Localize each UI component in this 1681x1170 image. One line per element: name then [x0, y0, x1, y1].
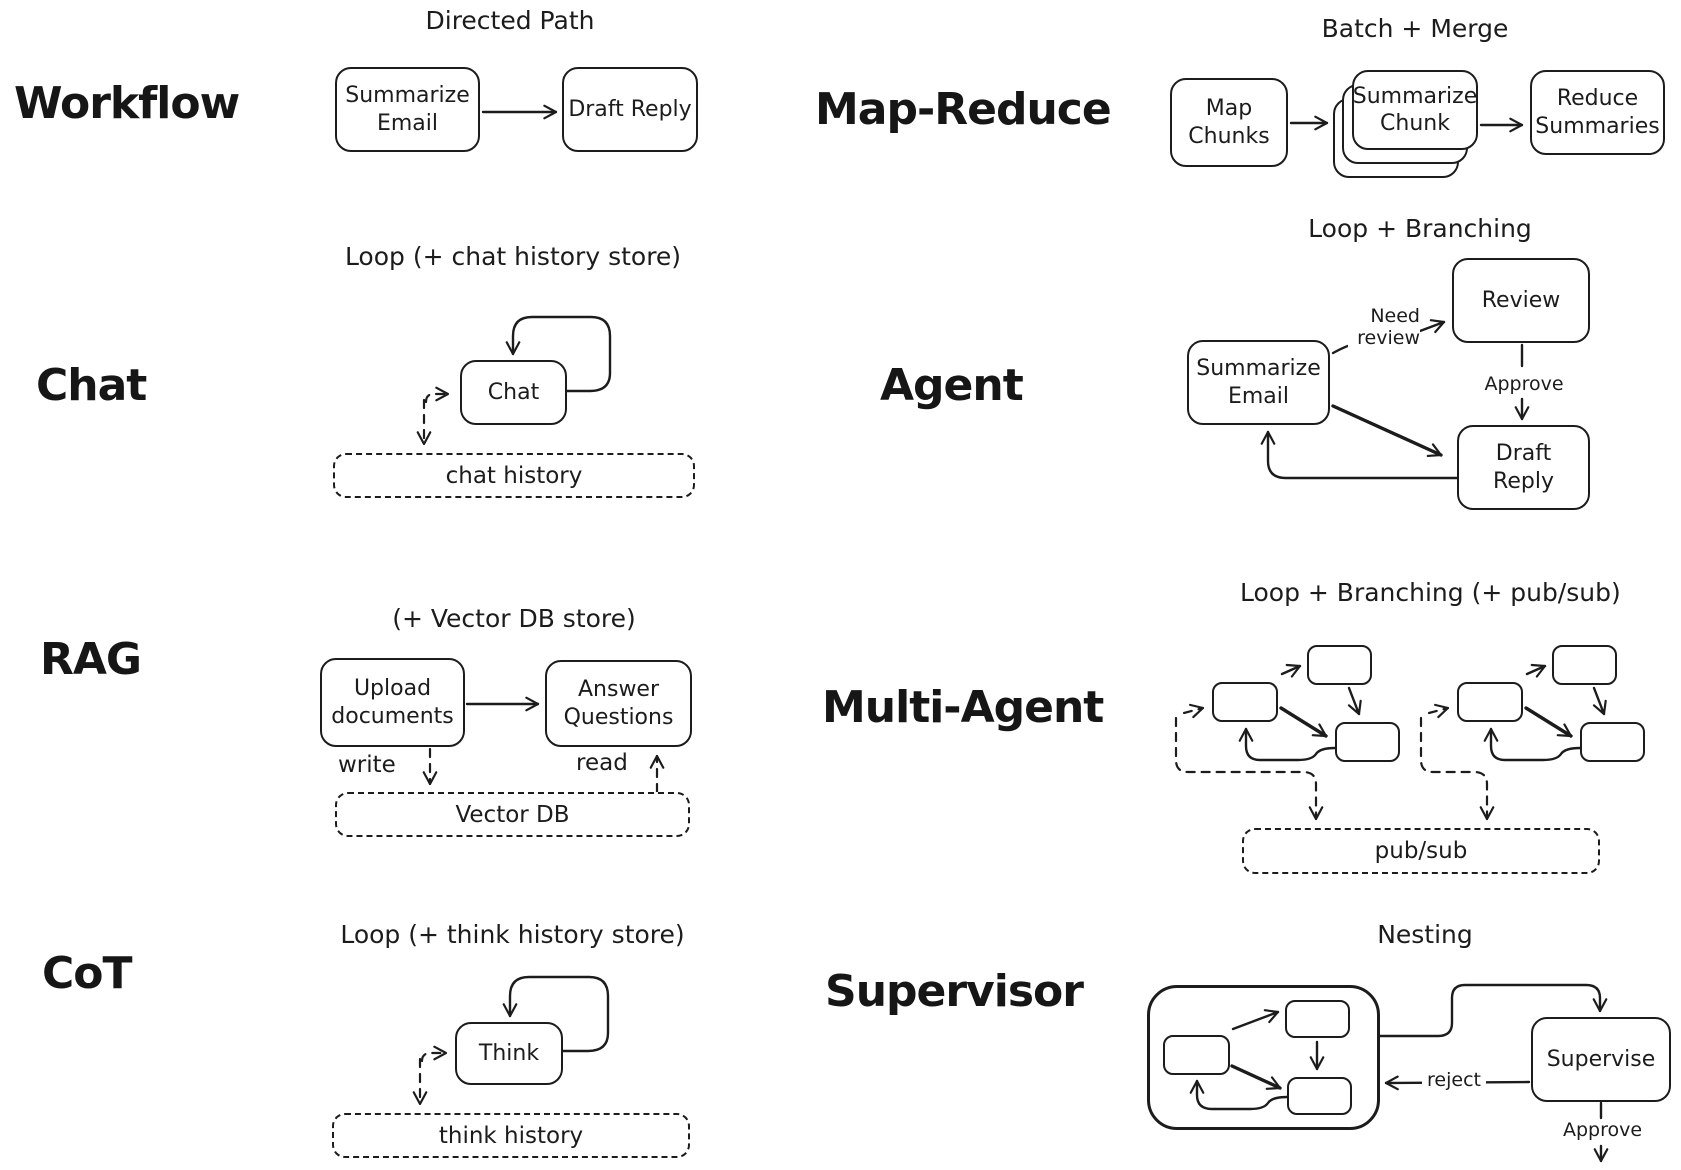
arrow-bottom-loop-to-left [1483, 727, 1582, 762]
node-map-chunks: Map Chunks [1170, 78, 1288, 167]
arrow-pubsub-into-cluster [1182, 703, 1205, 719]
agent-node [1285, 1000, 1350, 1038]
node-draft-reply: Draft Reply [1457, 425, 1590, 510]
edge-label-read: read [576, 750, 628, 776]
cot-arrows-layer [412, 975, 610, 1106]
edge-label-approve: Approve [1560, 1119, 1645, 1142]
agent-node [1212, 682, 1278, 722]
chat-arrows-layer [416, 315, 612, 446]
arrow-think-self-loop [502, 975, 610, 1053]
arrow-history-to-think [420, 1045, 448, 1063]
map-reduce-arrows-layer [1289, 115, 1524, 133]
node-summarize-email: Summarize Email [335, 67, 480, 152]
agent-node [1457, 682, 1523, 722]
arrow-pubsub-into-cluster [1427, 703, 1450, 719]
arrow-history-to-chat [424, 386, 450, 404]
edge-label-write: write [338, 752, 396, 778]
diagram-title-agent: Loop + Branching [1308, 214, 1532, 243]
rag-arrows-layer [422, 696, 665, 794]
diagram-title-map-reduce: Batch + Merge [1321, 14, 1509, 43]
section-label-map-reduce: Map-Reduce [815, 84, 1112, 135]
node-summarize-chunk: Summarize Chunk [1352, 70, 1478, 150]
node-reduce-summaries: Reduce Summaries [1530, 70, 1665, 155]
arrow-top-to-bottom [1347, 686, 1362, 716]
store-pub-sub: pub/sub [1242, 828, 1600, 874]
agent-arrows-layer [1260, 319, 1530, 480]
section-label-cot: CoT [42, 948, 133, 999]
arrow-left-to-top [1525, 663, 1547, 678]
section-label-rag: RAG [40, 634, 142, 685]
section-label-agent: Agent [880, 360, 1024, 411]
agent-node [1287, 1077, 1352, 1115]
store-vector-db: Vector DB [335, 792, 690, 837]
diagram-title-supervisor: Nesting [1377, 920, 1473, 949]
node-chat: Chat [460, 360, 567, 425]
arrow-cluster-to-pubsub [1419, 716, 1495, 821]
agent-node [1580, 722, 1645, 762]
arrow-left-to-bottom [1230, 1064, 1282, 1090]
diagram-title-chat: Loop (+ chat history store) [344, 242, 682, 271]
arrow-bottom-loop-to-left [1238, 727, 1337, 762]
arrow-left-to-bottom [1279, 706, 1328, 738]
arrow-left-to-top [1231, 1009, 1280, 1031]
arrow-summarize-to-draft [1331, 404, 1443, 457]
store-think-history: think history [332, 1113, 690, 1158]
arrow-summarize-to-review [1418, 319, 1446, 334]
edge-label-approve: Approve [1484, 373, 1564, 396]
diagram-title-rag: (+ Vector DB store) [392, 604, 636, 633]
node-supervise: Supervise [1531, 1017, 1671, 1102]
agent-node [1335, 722, 1400, 762]
agent-node [1307, 645, 1372, 685]
diagram-title-workflow: Directed Path [425, 6, 595, 35]
multi-agent-arrows-layer [1174, 663, 1607, 821]
node-draft-reply: Draft Reply [562, 67, 698, 152]
arrow-workflow-to-supervise [1378, 983, 1608, 1038]
edge-label-need-review: Need review [1348, 305, 1420, 350]
arrow-left-to-bottom [1524, 706, 1573, 738]
arrow-chat-self-loop [505, 315, 612, 393]
store-chat-history: chat history [333, 453, 695, 498]
agent-node [1552, 645, 1617, 685]
section-label-workflow: Workflow [14, 78, 240, 129]
section-label-multi-agent: Multi-Agent [822, 682, 1104, 733]
node-review: Review [1452, 258, 1590, 343]
edge-label-reject: reject [1422, 1069, 1486, 1092]
diagram-title-multi-agent: Loop + Branching (+ pub/sub) [1240, 578, 1621, 607]
section-label-supervisor: Supervisor [825, 966, 1084, 1017]
workflow-arrows-layer [481, 104, 558, 120]
arrow-cluster-to-pubsub [1174, 716, 1324, 821]
diagram-title-cot: Loop (+ think history store) [340, 920, 685, 949]
node-think: Think [455, 1022, 563, 1085]
node-upload-documents: Upload documents [320, 658, 465, 747]
arrow-top-to-bottom [1592, 686, 1607, 716]
node-answer-questions: Answer Questions [545, 660, 692, 747]
arrow-left-to-top [1280, 663, 1302, 678]
node-summarize-email: Summarize Email [1187, 340, 1330, 425]
arrow-draft-to-summarize [1260, 430, 1459, 480]
agent-node [1163, 1035, 1230, 1075]
section-label-chat: Chat [36, 360, 147, 411]
arrow-bottom-loop-to-left [1189, 1079, 1289, 1111]
